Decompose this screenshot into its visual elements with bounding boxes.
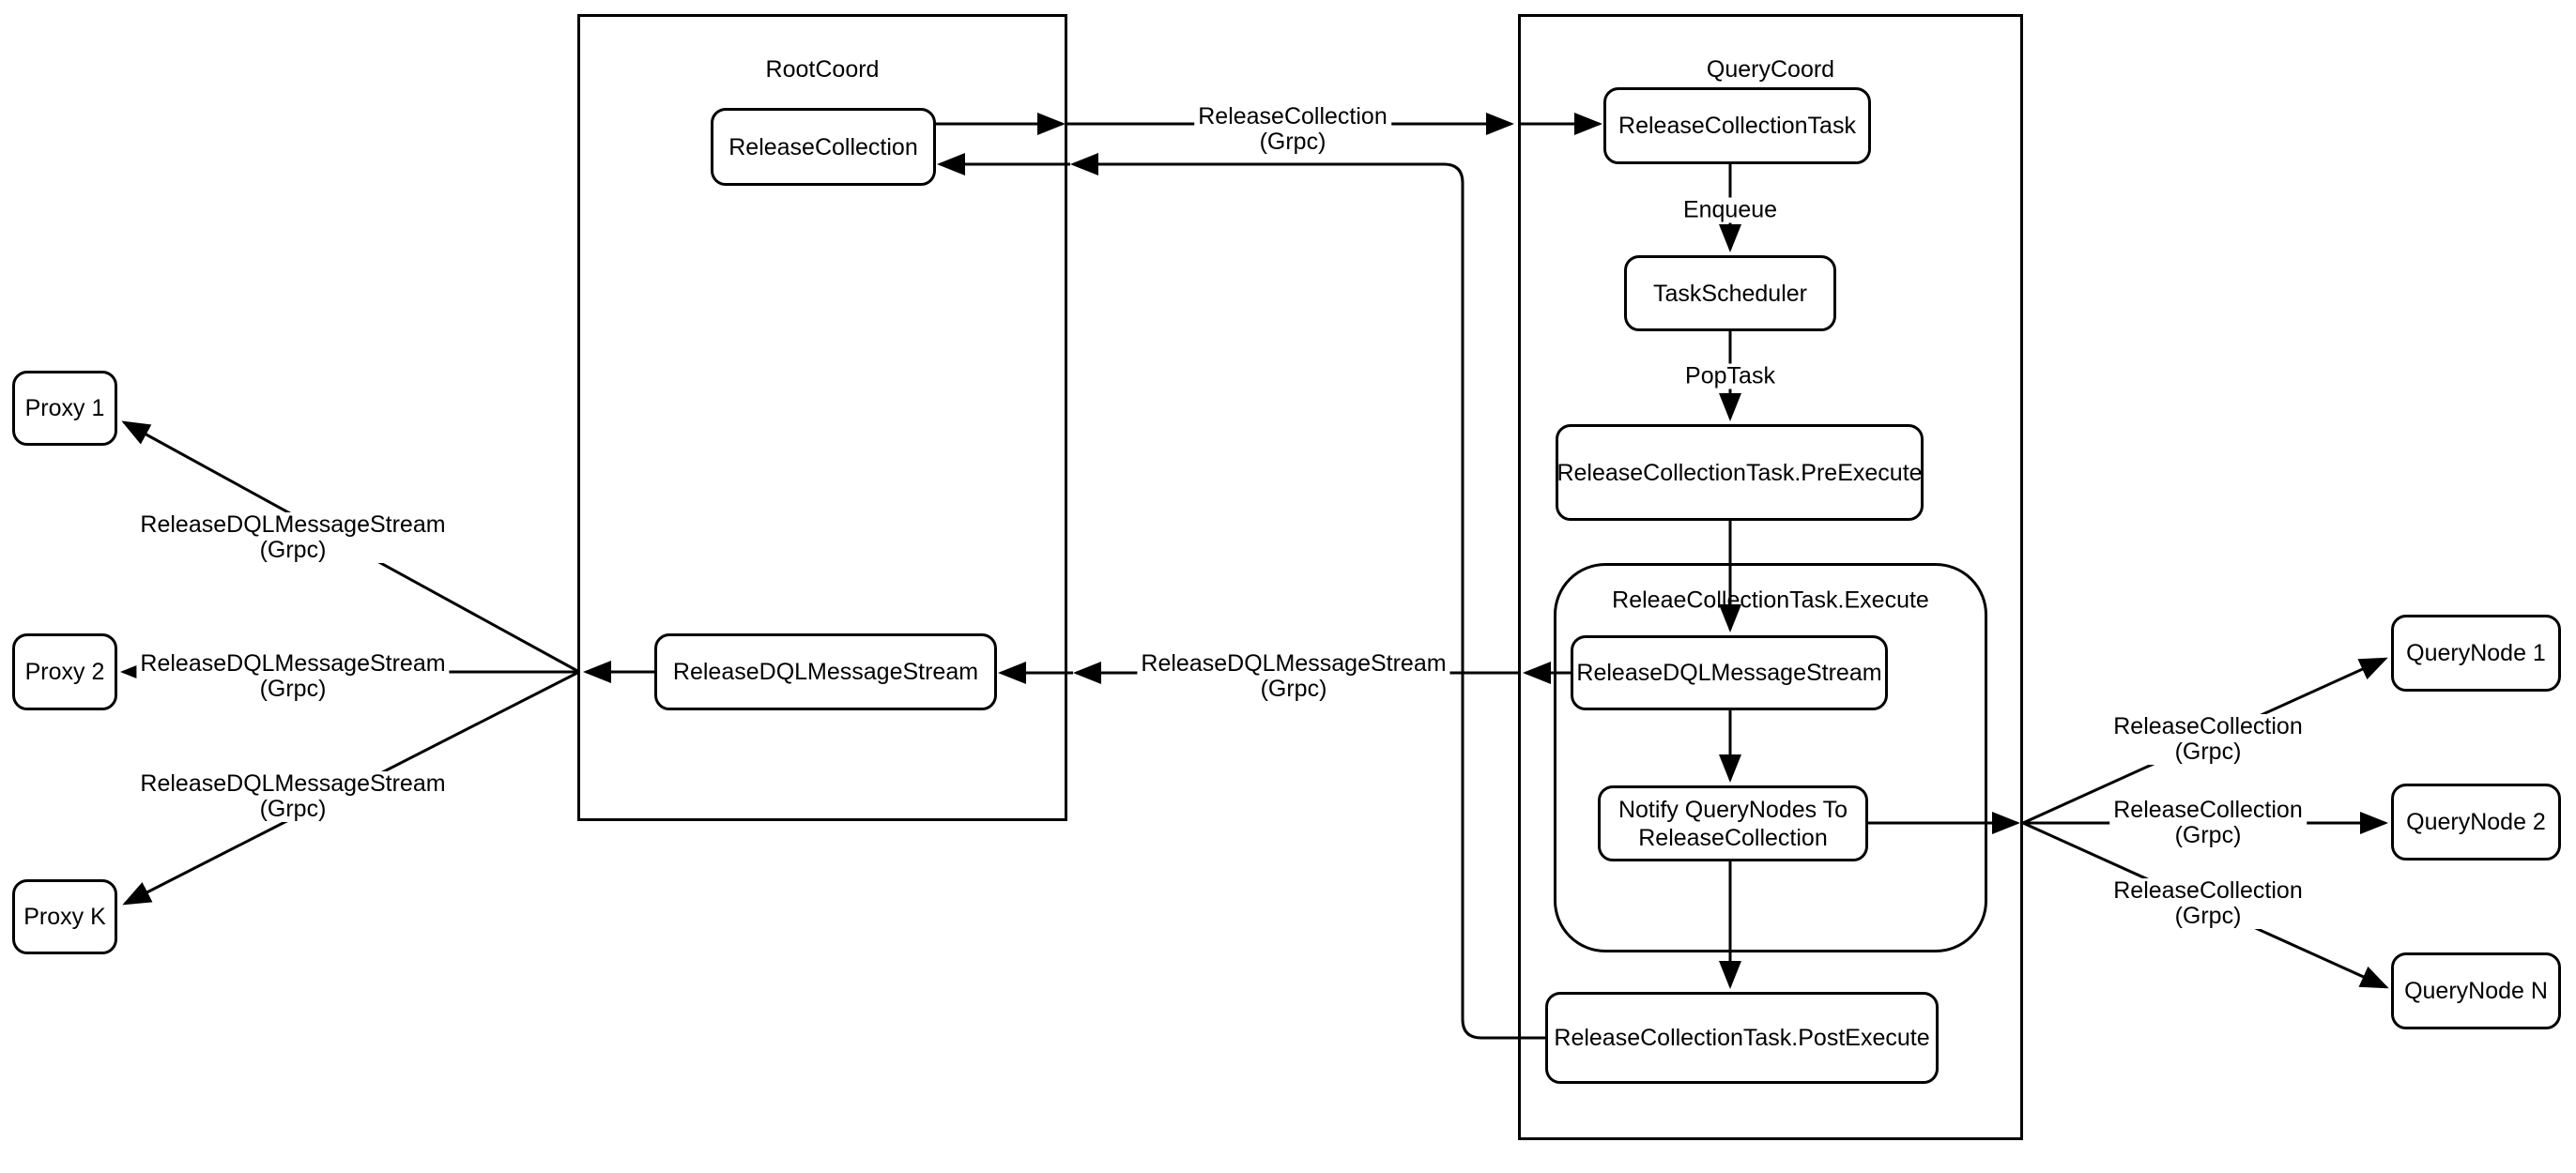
node-querycoord-dqlstream: ReleaseDQLMessageStream	[1571, 635, 1888, 710]
node-notify-querynodes: Notify QueryNodes To ReleaseCollection	[1598, 785, 1868, 861]
edge-postexecute-return	[937, 153, 1545, 1040]
node-releasecollectiontask: ReleaseCollectionTask	[1603, 87, 1871, 164]
label-left-dql-grpc-1: ReleaseDQLMessageStream (Grpc)	[136, 512, 450, 563]
label-right-releasecollection-grpc-2: ReleaseCollection (Grpc)	[2109, 798, 2307, 848]
label-right-releasecollection-grpc-3: ReleaseCollection (Grpc)	[2109, 878, 2307, 929]
label-enqueue: Enqueue	[1679, 197, 1782, 223]
node-postexecute: ReleaseCollectionTask.PostExecute	[1545, 992, 1939, 1084]
label-mid-dqlstream-grpc: ReleaseDQLMessageStream (Grpc)	[1137, 651, 1450, 702]
node-releasecollection: ReleaseCollection	[711, 108, 936, 186]
execute-group-title: ReleaeCollectionTask.Execute	[1612, 586, 1929, 614]
node-proxy-2: Proxy 2	[12, 633, 117, 710]
label-left-dql-grpc-2: ReleaseDQLMessageStream (Grpc)	[136, 651, 450, 702]
node-proxy-1: Proxy 1	[12, 371, 117, 446]
rootcoord-title: RootCoord	[765, 56, 880, 83]
node-rootcoord-dqlstream: ReleaseDQLMessageStream	[654, 633, 997, 710]
notify-line2: ReleaseCollection	[1638, 824, 1828, 851]
node-querynode-n: QueryNode N	[2391, 952, 2561, 1029]
node-proxy-k: Proxy K	[12, 879, 117, 954]
label-poptask: PopTask	[1681, 363, 1779, 389]
execute-group-container	[1554, 563, 1987, 952]
querycoord-title: QueryCoord	[1706, 56, 1835, 83]
label-left-dql-grpc-3: ReleaseDQLMessageStream (Grpc)	[136, 771, 450, 822]
rootcoord-container: RootCoord	[577, 14, 1067, 821]
label-mid-releasecollection-grpc: ReleaseCollection (Grpc)	[1194, 104, 1391, 155]
notify-line1: Notify QueryNodes To	[1618, 796, 1848, 823]
label-right-releasecollection-grpc-1: ReleaseCollection (Grpc)	[2109, 714, 2307, 765]
node-querynode-2: QueryNode 2	[2391, 784, 2561, 861]
node-querynode-1: QueryNode 1	[2391, 615, 2561, 692]
querycoord-container: QueryCoord	[1518, 14, 2023, 1140]
node-taskscheduler: TaskScheduler	[1624, 255, 1836, 331]
node-preexecute: ReleaseCollectionTask.PreExecute	[1556, 424, 1924, 521]
